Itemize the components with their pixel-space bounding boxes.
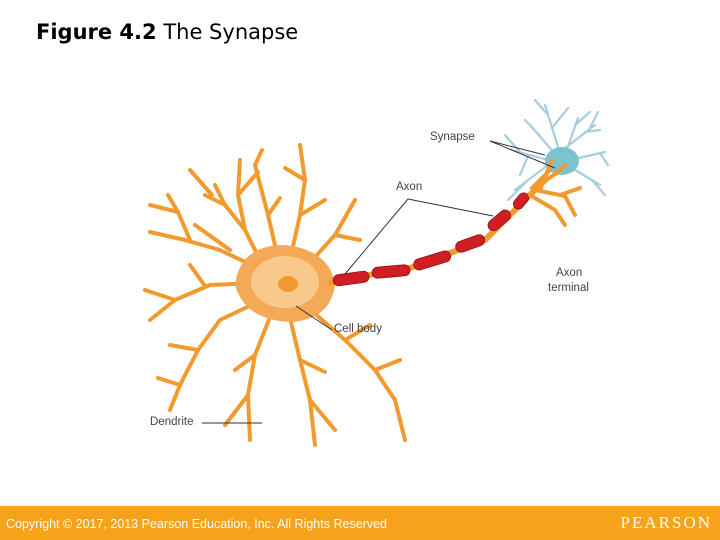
dendrite-label: Dendrite xyxy=(150,416,193,429)
axon-terminal-label-line2: terminal xyxy=(548,282,589,295)
myelin-segment xyxy=(372,264,411,278)
axon-label: Axon xyxy=(396,181,422,194)
myelin-segment xyxy=(454,233,486,254)
cell-body xyxy=(235,245,335,322)
axon-terminal-label-line1: Axon xyxy=(556,267,582,280)
neuron-diagram xyxy=(0,0,720,500)
pearson-logo: PEARSON xyxy=(621,513,712,533)
copyright-text: Copyright © 2017, 2013 Pearson Education… xyxy=(6,517,387,531)
cell-body-label: Cell body xyxy=(334,323,382,336)
myelin-segment xyxy=(412,250,452,272)
footer-bar: Copyright © 2017, 2013 Pearson Education… xyxy=(0,506,720,540)
synapse-label: Synapse xyxy=(430,131,475,144)
myelin-segment xyxy=(332,271,369,287)
